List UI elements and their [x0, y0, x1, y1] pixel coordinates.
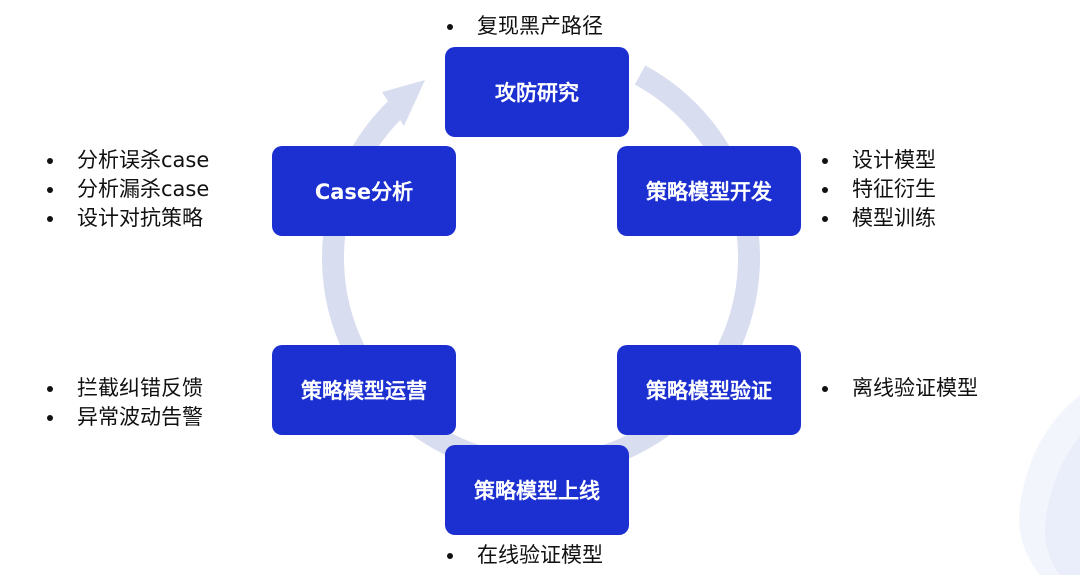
node-case-analysis: Case分析	[272, 146, 456, 236]
note-item: 复现黑产路径	[445, 12, 603, 41]
note-item: 拦截纠错反馈	[45, 374, 203, 403]
note-item: 在线验证模型	[445, 541, 603, 570]
cycle-arrow-head-icon	[382, 80, 425, 126]
note-item: 特征衍生	[820, 175, 936, 204]
node-label: 策略模型开发	[646, 180, 772, 204]
notes-model-operation: 拦截纠错反馈 异常波动告警	[45, 374, 203, 432]
node-label: Case分析	[314, 180, 414, 204]
note-item: 设计模型	[820, 146, 936, 175]
notes-case-analysis: 分析误杀case 分析漏杀case 设计对抗策略	[45, 146, 209, 233]
notes-attack-defense-research: 复现黑产路径	[445, 12, 603, 41]
notes-model-development: 设计模型 特征衍生 模型训练	[820, 146, 936, 233]
note-item: 分析误杀case	[45, 146, 209, 175]
note-item: 分析漏杀case	[45, 175, 209, 204]
node-label: 策略模型运营	[301, 379, 427, 403]
node-model-development: 策略模型开发	[617, 146, 801, 236]
node-label: 策略模型验证	[646, 379, 772, 403]
node-label: 策略模型上线	[474, 479, 600, 503]
note-item: 设计对抗策略	[45, 204, 209, 233]
note-item: 离线验证模型	[820, 374, 978, 403]
node-model-launch: 策略模型上线	[445, 445, 629, 535]
node-model-operation: 策略模型运营	[272, 345, 456, 435]
node-model-validation: 策略模型验证	[617, 345, 801, 435]
notes-model-launch: 在线验证模型	[445, 541, 603, 570]
node-label: 攻防研究	[495, 81, 579, 105]
note-item: 模型训练	[820, 204, 936, 233]
notes-model-validation: 离线验证模型	[820, 374, 978, 403]
node-attack-defense-research: 攻防研究	[445, 47, 629, 137]
corner-watermark-icon	[1019, 395, 1080, 575]
note-item: 异常波动告警	[45, 403, 203, 432]
